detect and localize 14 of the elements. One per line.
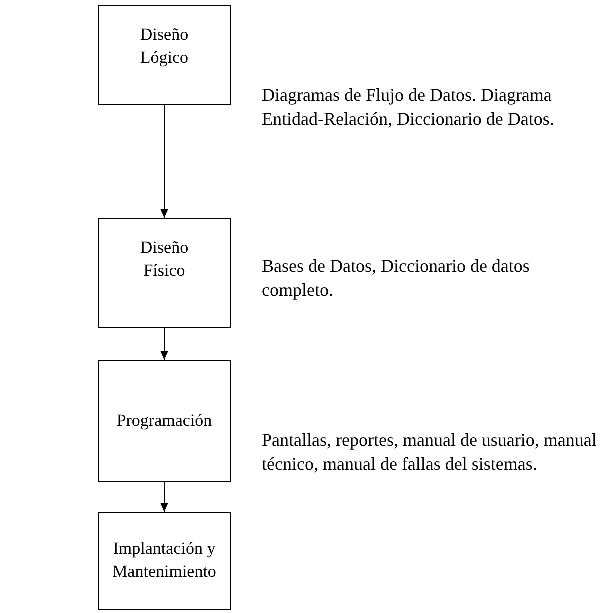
arrow [160,104,168,218]
box-label: Implantación y Mantenimiento [112,538,216,583]
process-box [98,218,231,328]
process-box [98,360,231,482]
arrow [160,328,168,360]
arrow [160,482,168,512]
description-text: Bases de Datos, Diccionario de datos completo. [262,255,531,302]
description-text: Pantallas, reportes, manual de usuario, manual técnico, manual de fallas del sistemas. [262,429,598,476]
description-text: Diagramas de Flujo de Datos. Diagrama Entidad-Relación, Diccionario de Datos. [262,84,556,131]
process-box [98,5,231,105]
box-label: Diseño Lógico [140,24,189,69]
box-label: Programación [116,410,212,432]
box-label: Diseño Físico [140,237,189,282]
process-box [98,512,231,610]
